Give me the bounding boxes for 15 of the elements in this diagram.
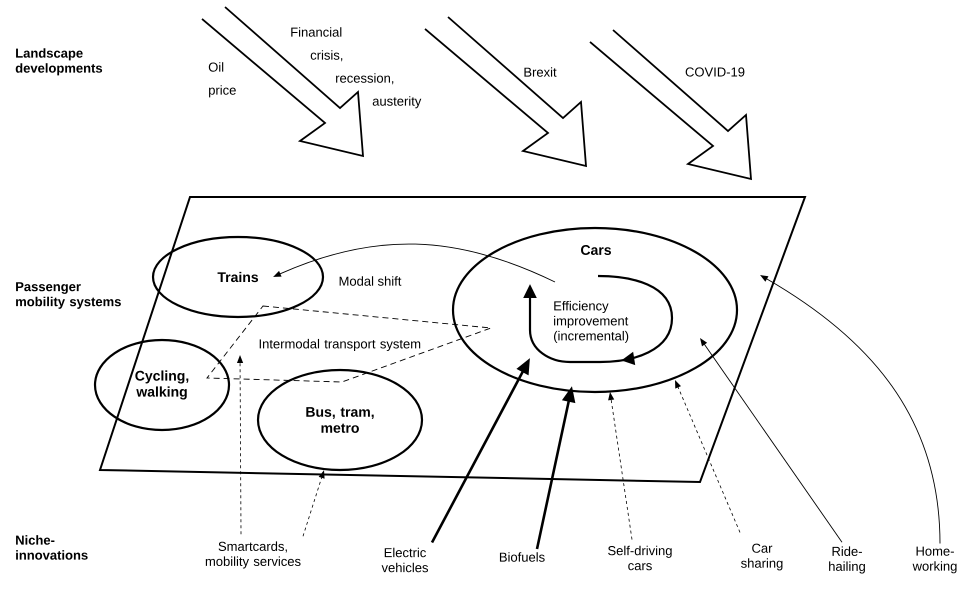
- label: Landscape developments: [16, 48, 102, 76]
- innovation-label: Car sharing: [741, 544, 782, 570]
- label: COVID-19: [686, 67, 744, 77]
- innovation-label: Biofuels: [500, 552, 545, 562]
- label: Niche-innovations: [16, 535, 88, 560]
- innovation-label: Smartcards, mobility services: [206, 541, 301, 569]
- label: Oil price: [208, 62, 236, 98]
- label: Passenger mobility systems: [16, 282, 121, 309]
- innovation-label: Home-working: [912, 546, 957, 574]
- innovation-label: Ride-hailing: [829, 546, 865, 574]
- innovation-label: Self-driving cars: [608, 546, 672, 570]
- label: Brexit: [524, 67, 557, 77]
- edge-label: Modal shift: [338, 275, 402, 287]
- innovation-label: Electric vehicles: [382, 548, 428, 572]
- label: Financial crisis, recession, austerity: [291, 27, 422, 108]
